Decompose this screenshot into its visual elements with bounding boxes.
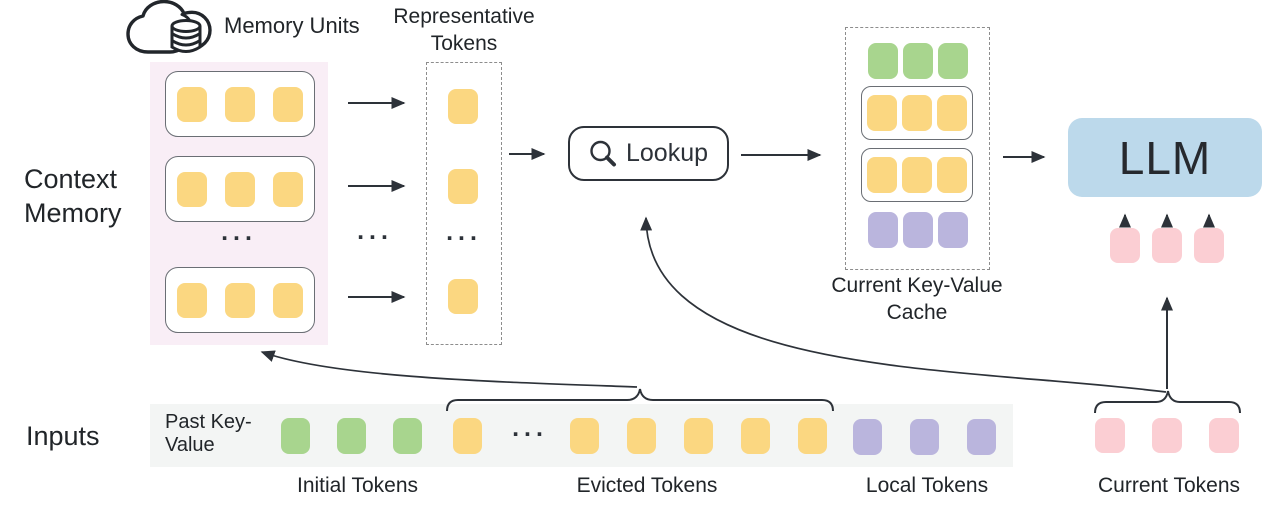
current-kv-cache-label: Current Key-Value Cache — [831, 274, 1003, 324]
representative-token — [448, 279, 478, 314]
lookup-button: Lookup — [568, 126, 729, 181]
cache-token — [937, 43, 968, 79]
past-key-value-label: Past Key-Value — [165, 411, 252, 456]
representative-token — [448, 89, 478, 124]
current-tokens-brace — [1094, 390, 1241, 414]
representative-token — [448, 169, 478, 204]
input-token — [967, 419, 996, 455]
llm-label: LLM — [1118, 131, 1212, 184]
local-tokens-label: Local Tokens — [865, 474, 989, 497]
evicted-tokens-label: Evicted Tokens — [576, 474, 718, 497]
cache-local-row — [846, 212, 989, 248]
memory-unit — [165, 71, 315, 137]
memory-units: ... — [150, 62, 328, 345]
lookup-label: Lookup — [625, 139, 709, 167]
cache-token — [902, 43, 933, 79]
evicted-ellipsis: ... — [512, 414, 548, 442]
current-tokens-label: Current Tokens — [1097, 474, 1241, 497]
input-token — [393, 418, 422, 454]
memory-token — [273, 282, 303, 318]
cache-memory-unit — [861, 148, 973, 202]
input-token — [853, 419, 882, 455]
input-token — [570, 418, 599, 454]
cache-token — [867, 157, 897, 193]
arrows-ellipsis: ... — [357, 217, 393, 245]
input-token — [684, 418, 713, 454]
cache-token — [867, 43, 898, 79]
representative-tokens-label: Representative Tokens — [393, 5, 535, 55]
memory-unit — [165, 267, 315, 333]
cache-token — [902, 212, 933, 248]
memory-token — [273, 86, 303, 122]
memory-token — [225, 282, 255, 318]
current-kv-cache-box — [845, 27, 990, 270]
memory-token — [177, 282, 207, 318]
initial-tokens-label: Initial Tokens — [296, 474, 419, 497]
representative-tokens-box: ... — [426, 62, 502, 345]
memory-token — [177, 86, 207, 122]
cache-token — [902, 157, 932, 193]
cache-token — [867, 95, 897, 131]
input-token — [453, 418, 482, 454]
memory-units-label: Memory Units — [224, 13, 360, 38]
curve-evicted-to-memory — [260, 350, 638, 388]
input-token — [281, 418, 310, 454]
inputs-label: Inputs — [26, 421, 100, 451]
llm-input-token — [1110, 228, 1140, 263]
current-token — [1209, 418, 1239, 453]
llm-input-tokens — [1110, 228, 1224, 263]
cache-token — [902, 95, 932, 131]
memory-token — [225, 86, 255, 122]
cache-token — [937, 212, 968, 248]
llm-box: LLM — [1068, 118, 1262, 197]
representative-ellipsis: ... — [446, 218, 482, 246]
search-icon — [590, 140, 616, 166]
cache-token — [867, 212, 898, 248]
cloud-database-icon — [126, 0, 212, 54]
cache-token — [937, 157, 967, 193]
memory-token — [225, 171, 255, 207]
context-memory-label: Context Memory — [24, 164, 122, 228]
input-token — [798, 418, 827, 454]
evicted-tokens-group — [570, 418, 827, 454]
input-token — [337, 418, 366, 454]
cache-token — [937, 95, 967, 131]
cache-memory-unit — [861, 86, 973, 140]
current-token — [1095, 418, 1125, 453]
llm-input-token — [1194, 228, 1224, 263]
current-tokens-group — [1095, 418, 1239, 453]
local-tokens-group — [853, 419, 996, 455]
memory-unit — [165, 156, 315, 222]
memory-ellipsis: ... — [221, 218, 257, 246]
input-token — [627, 418, 656, 454]
current-token — [1152, 418, 1182, 453]
llm-input-token — [1152, 228, 1182, 263]
memory-token — [273, 171, 303, 207]
cache-initial-row — [846, 43, 989, 79]
input-token — [741, 418, 770, 454]
input-token — [910, 419, 939, 455]
initial-tokens-group — [281, 418, 422, 454]
memory-token — [177, 171, 207, 207]
